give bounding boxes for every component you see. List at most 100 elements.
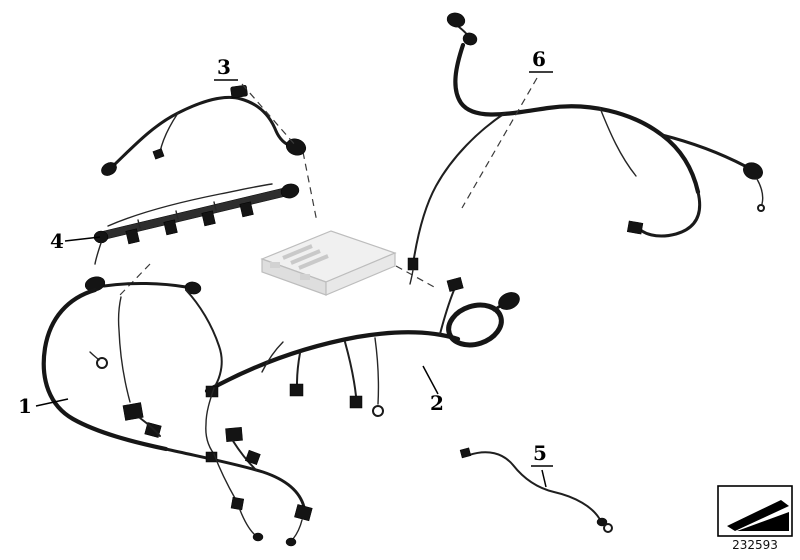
arrow-logo-icon	[737, 512, 789, 531]
harness-6-loop-branch	[635, 190, 702, 238]
injector-connector	[201, 210, 216, 227]
harness-4-clip	[137, 219, 141, 229]
harness-1-cluster-connector-6	[230, 496, 245, 511]
ecu-pin-strip	[290, 249, 321, 265]
harness-1-top-right-connector	[184, 281, 202, 295]
harness-3-cable	[111, 95, 293, 168]
harness-2-right-connector	[498, 292, 520, 310]
harness-6-thin-connector	[407, 257, 419, 271]
harness-5	[459, 447, 613, 533]
harness-6-right-branch	[660, 133, 747, 168]
callout-3: 3	[214, 55, 297, 147]
reference-line	[118, 263, 151, 297]
harness-4-clip	[213, 201, 217, 211]
harness-2-trunk	[204, 330, 461, 394]
harness-1-cluster-connector-1	[122, 402, 144, 421]
callout-6: 6	[461, 47, 553, 209]
harness-4-top-wire	[107, 183, 273, 227]
callout-4-label[interactable]: 4	[50, 229, 64, 253]
harness-6	[407, 12, 765, 285]
harness-2-drop-connector-2	[349, 395, 363, 409]
harness-6-tail-eyelet	[757, 204, 765, 212]
callout-6-label[interactable]: 6	[532, 47, 546, 71]
harness-5-cable	[468, 451, 600, 519]
catalog-logo	[717, 485, 793, 537]
harness-1-cluster-connector-5	[205, 451, 218, 463]
harness-6-right-connector	[743, 162, 763, 180]
injector-connector	[125, 228, 140, 245]
harness-3-small-connector	[152, 148, 165, 160]
callout-5-label[interactable]: 5	[533, 441, 547, 465]
harness-6-top-connector-2	[462, 32, 478, 46]
callout-2-leader	[422, 365, 439, 395]
harness-6-loop-connector	[626, 220, 644, 235]
harness-1-cluster-wire-2	[232, 440, 257, 471]
callout-4-leader	[64, 236, 101, 242]
doc-number: 232593	[732, 538, 778, 552]
harness-1-trunk	[41, 287, 169, 452]
callout-2-label[interactable]: 2	[430, 391, 444, 415]
harness-1-bottom-branch	[164, 447, 306, 509]
harness-2-small-wire	[261, 341, 284, 373]
harness-1-ring-terminal	[96, 357, 108, 369]
injector-connector	[163, 219, 178, 236]
arrow-logo-icon	[727, 500, 789, 531]
harness-1-cluster-wire-5	[239, 509, 255, 535]
harness-2-up-wire	[439, 289, 455, 335]
harness-5-end-connector	[596, 517, 608, 527]
harness-2-drop-connector-1	[289, 383, 304, 397]
harness-4-drop-wire	[94, 242, 102, 265]
callout-1-leader	[35, 398, 69, 407]
harness-3-top-connector	[230, 84, 248, 99]
harness-1-bottom-connector	[294, 504, 313, 522]
callout-5: 5	[531, 441, 553, 488]
callout-6-leader	[461, 77, 538, 209]
harness-1-rising-wire	[185, 289, 223, 389]
callout-1-label[interactable]: 1	[18, 394, 32, 418]
harness-4-clip	[175, 210, 179, 220]
harness-2-loop	[446, 302, 504, 348]
injector-connector	[239, 201, 254, 218]
reference-line	[395, 265, 437, 289]
harness-6-inner-wire	[599, 107, 637, 177]
harness-1	[41, 276, 313, 547]
callout-4: 4	[50, 229, 101, 253]
harness-5-start-connector	[459, 447, 472, 459]
harness-1-top-cable	[102, 281, 188, 289]
harness-1-cluster-connector-3	[225, 427, 243, 442]
harness-4	[93, 183, 300, 265]
harness-2-ring-terminal	[372, 405, 384, 417]
harness-3-left-connector	[101, 162, 117, 176]
harness-6-thin-tail	[409, 269, 414, 285]
harness-2-upper-connector	[446, 277, 464, 292]
callout-3-label[interactable]: 3	[217, 55, 231, 79]
harness-1-cluster-end	[252, 532, 264, 542]
callout-2: 2	[422, 365, 444, 415]
harness-1-cluster-wire-3	[205, 387, 215, 455]
harness-6-trunk	[453, 42, 701, 195]
harness-6-tail-wire	[756, 178, 764, 205]
callout-1: 1	[18, 394, 69, 418]
callout-5-leader	[541, 469, 547, 488]
ecu-connector-block	[300, 274, 310, 280]
callout-3-leader	[241, 83, 297, 147]
harness-2-eyelet-wire	[374, 337, 380, 405]
harness-6-top-connector	[446, 12, 466, 28]
harness-1-cluster-wire-1	[139, 417, 161, 437]
harness-1-up-wire	[117, 296, 131, 403]
harness-3-right-connector	[285, 138, 307, 156]
harness-1-cluster-connector-4	[244, 449, 261, 466]
harness-3	[101, 84, 307, 176]
harness-4-right-connector	[280, 183, 300, 199]
harness-2	[204, 277, 520, 417]
harness-1-tail-connector	[285, 537, 297, 547]
harness-5-end-eyelet	[603, 523, 613, 533]
harness-1-bottom-tail	[292, 519, 303, 540]
harness-1-mid-connector	[205, 385, 219, 398]
ecu-pin-strip	[298, 254, 329, 270]
ecu-right-face	[325, 252, 396, 296]
ecu-connector-block	[270, 262, 280, 268]
ecu-pin-strip	[282, 244, 313, 260]
